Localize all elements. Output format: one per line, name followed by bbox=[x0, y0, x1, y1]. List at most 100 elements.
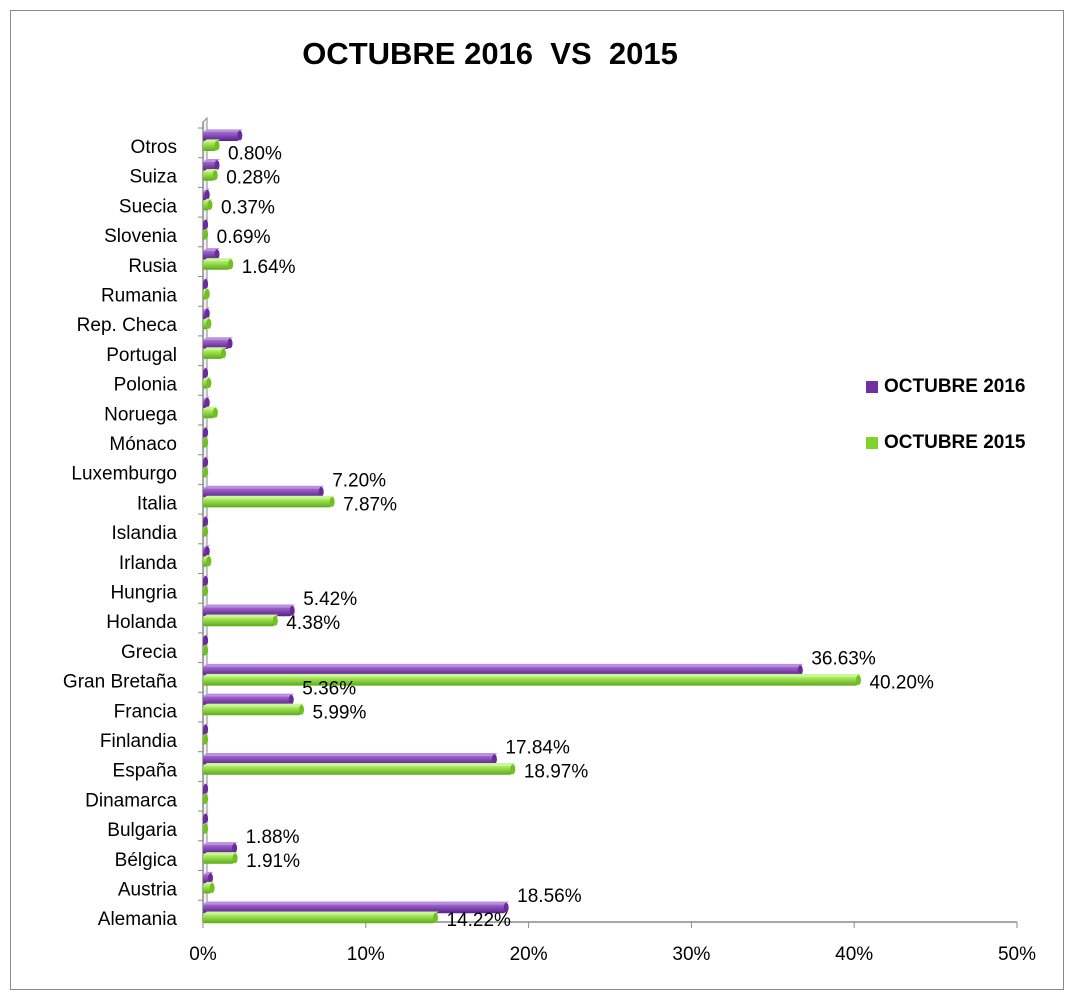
data-label: 7.20% bbox=[332, 470, 386, 491]
data-label: 0.80% bbox=[228, 144, 282, 165]
data-label: 0.37% bbox=[221, 197, 275, 218]
y-tick-label: Noruega bbox=[104, 404, 177, 425]
x-tick-label: 0% bbox=[189, 944, 217, 965]
y-tick-label: Islandia bbox=[112, 523, 178, 544]
data-label: 18.97% bbox=[524, 762, 589, 783]
bar-cap-1 bbox=[204, 289, 210, 299]
data-label: 4.38% bbox=[286, 613, 340, 634]
data-label: 5.99% bbox=[313, 702, 367, 723]
data-label: 0.69% bbox=[217, 227, 271, 248]
y-tick-label: Finlandia bbox=[100, 731, 178, 752]
y-tick-label: Gran Bretaña bbox=[63, 672, 177, 693]
y-tick-label: Slovenia bbox=[104, 226, 177, 247]
bar-octubre-2015-top bbox=[203, 852, 239, 855]
bar-cap-0 bbox=[204, 308, 210, 319]
bar-cap-1 bbox=[203, 467, 209, 478]
bar-octubre-2016-top bbox=[203, 693, 295, 697]
x-tick-label: 40% bbox=[835, 944, 873, 965]
y-tick-label: Alemania bbox=[98, 909, 178, 930]
bar-cap-0 bbox=[288, 694, 294, 705]
bar-octubre-2015 bbox=[203, 765, 512, 775]
bar-cap-0 bbox=[491, 754, 497, 765]
bar-octubre-2015-top bbox=[203, 555, 212, 558]
x-tick-label: 10% bbox=[347, 944, 385, 965]
data-label: 36.63% bbox=[811, 649, 876, 670]
bar-octubre-2015 bbox=[203, 884, 212, 894]
bar-cap-0 bbox=[203, 427, 209, 438]
bar-octubre-2015 bbox=[203, 854, 235, 864]
bar-octubre-2015-top bbox=[203, 495, 336, 499]
bar-cap-0 bbox=[203, 368, 209, 379]
bar-cap-1 bbox=[232, 853, 238, 864]
bar-octubre-2015 bbox=[203, 409, 215, 419]
bar-octubre-2015 bbox=[203, 706, 301, 716]
bar-octubre-2015 bbox=[203, 914, 435, 924]
bar-octubre-2016 bbox=[203, 844, 234, 854]
bar-octubre-2016 bbox=[203, 250, 217, 260]
bar-octubre-2015-top bbox=[203, 763, 516, 766]
bar-cap-1 bbox=[221, 348, 227, 359]
data-label: 18.56% bbox=[517, 886, 582, 907]
bar-cap-1 bbox=[206, 318, 212, 329]
y-tick-label: Mónaco bbox=[109, 434, 177, 455]
bar-cap-1 bbox=[203, 229, 209, 240]
data-label: 1.64% bbox=[242, 257, 296, 278]
bar-octubre-2015-top bbox=[203, 258, 234, 261]
y-tick-label: Italia bbox=[137, 493, 178, 514]
bar-octubre-2016-top bbox=[203, 842, 238, 845]
chart-title: OCTUBRE 2016 VS 2015 bbox=[302, 36, 678, 71]
bar-cap-0 bbox=[203, 635, 209, 646]
bar-cap-1 bbox=[203, 734, 209, 745]
bar-cap-0 bbox=[203, 576, 209, 586]
data-label: 5.42% bbox=[303, 589, 357, 610]
bar-cap-1 bbox=[212, 407, 218, 418]
bar-octubre-2015 bbox=[203, 676, 858, 686]
bar-cap-0 bbox=[203, 516, 209, 527]
bar-octubre-2016 bbox=[203, 666, 800, 676]
bar-cap-1 bbox=[203, 437, 209, 448]
bar-octubre-2016-top bbox=[203, 871, 214, 875]
bar-cap-1 bbox=[209, 883, 215, 893]
bar-octubre-2015-top bbox=[203, 911, 439, 915]
bar-cap-0 bbox=[227, 338, 233, 349]
bar-cap-1 bbox=[207, 199, 213, 210]
bar-cap-0 bbox=[203, 457, 209, 468]
bar-cap-1 bbox=[272, 615, 278, 626]
legend-item-2015: OCTUBRE 2015 bbox=[866, 432, 1026, 454]
y-tick-label: Rep. Checa bbox=[77, 315, 178, 336]
bar-cap-1 bbox=[855, 675, 861, 686]
bar-octubre-2016 bbox=[203, 904, 506, 914]
bar-octubre-2016-top bbox=[203, 337, 234, 340]
data-label: 1.91% bbox=[246, 851, 300, 872]
bar-cap-1 bbox=[299, 704, 305, 715]
bar-octubre-2016-top bbox=[203, 485, 325, 489]
bar-octubre-2015 bbox=[203, 171, 215, 181]
bar-cap-1 bbox=[206, 378, 212, 389]
bar-cap-0 bbox=[237, 130, 243, 141]
bar-octubre-2015 bbox=[203, 617, 275, 627]
bar-cap-0 bbox=[214, 249, 220, 260]
y-tick-label: Rumania bbox=[101, 286, 177, 307]
y-tick-label: Portugal bbox=[106, 345, 177, 366]
y-tick-label: Bulgaria bbox=[107, 820, 177, 841]
x-tick-label: 20% bbox=[510, 944, 548, 965]
data-label: 5.36% bbox=[302, 678, 356, 699]
bar-octubre-2015 bbox=[203, 142, 217, 151]
bar-cap-1 bbox=[212, 170, 218, 181]
y-tick-label: Polonia bbox=[114, 375, 178, 396]
legend-swatch-2016 bbox=[866, 381, 878, 393]
bar-cap-1 bbox=[433, 912, 439, 923]
bar-octubre-2016-top bbox=[203, 663, 804, 667]
y-tick-label: Grecia bbox=[121, 642, 177, 663]
bar-octubre-2015-top bbox=[203, 198, 214, 202]
bar-cap-0 bbox=[203, 219, 209, 230]
bar-cap-1 bbox=[329, 496, 335, 507]
bar-cap-1 bbox=[228, 259, 234, 270]
bar-cap-0 bbox=[232, 843, 238, 854]
y-tick-label: Bélgica bbox=[115, 850, 178, 871]
bar-octubre-2015 bbox=[203, 201, 210, 211]
bar-octubre-2015-top bbox=[203, 317, 212, 321]
data-label: 1.88% bbox=[246, 827, 300, 848]
x-tick-label: 30% bbox=[672, 944, 710, 965]
bar-cap-1 bbox=[510, 764, 516, 775]
